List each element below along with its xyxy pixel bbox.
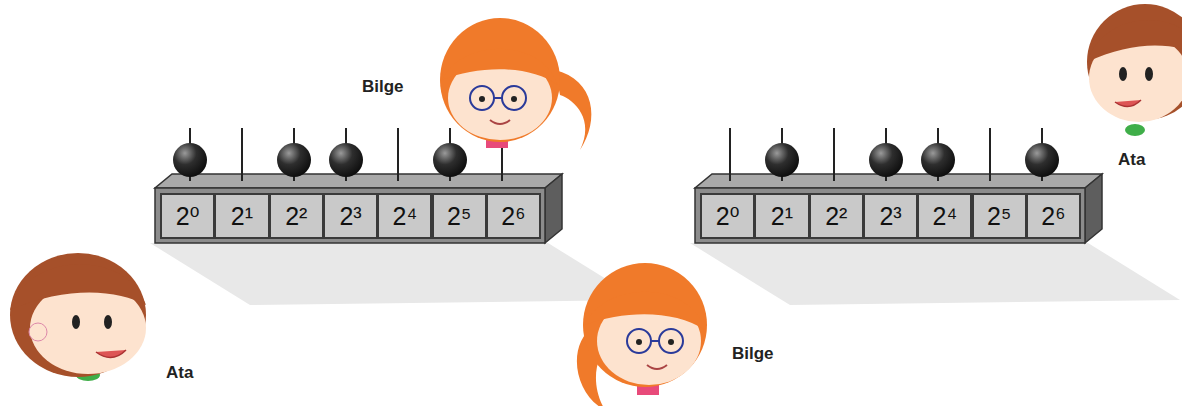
child-name: Bilge [732, 344, 774, 364]
power-label: 2⁶ [501, 202, 525, 231]
power-label: 2¹ [771, 202, 793, 231]
boy-face [1087, 4, 1182, 136]
place-value-cell: 2¹ [214, 193, 269, 239]
power-label: 2³ [339, 202, 361, 231]
place-value-cell: 2⁴ [377, 193, 432, 239]
place-value-cell: 2² [809, 193, 864, 239]
abacus-bar [155, 174, 562, 243]
floor-shadow [150, 243, 640, 305]
girl-face [577, 263, 707, 406]
power-label: 2⁴ [393, 202, 418, 231]
abacus-rods [190, 128, 502, 181]
place-value-cell: 2⁵ [432, 193, 487, 239]
place-value-cell: 2³ [863, 193, 918, 239]
power-label: 2¹ [231, 202, 253, 231]
abacus-beads [765, 143, 1059, 177]
power-label: 2⁵ [447, 202, 471, 231]
floor-shadow [690, 243, 1180, 305]
place-value-cell: 2⁰ [700, 193, 755, 239]
power-label: 2⁰ [176, 202, 200, 231]
child-name: Ata [1118, 150, 1145, 170]
child-name: Ata [166, 363, 193, 383]
place-value-cell: 2⁵ [972, 193, 1027, 239]
abacus-beads [173, 143, 467, 177]
power-label: 2² [825, 202, 847, 231]
place-value-cell: 2² [269, 193, 324, 239]
power-label: 2² [285, 202, 307, 231]
power-label: 2⁰ [716, 202, 740, 231]
girl-face [440, 18, 591, 150]
place-value-cell: 2⁶ [1026, 193, 1081, 239]
boy-face [10, 253, 146, 381]
power-label: 2⁴ [933, 202, 958, 231]
place-value-cell: 2⁴ [917, 193, 972, 239]
power-label: 2⁶ [1041, 202, 1065, 231]
place-value-cell: 2⁶ [486, 193, 541, 239]
place-value-cell: 2⁰ [160, 193, 215, 239]
power-label: 2⁵ [987, 202, 1011, 231]
place-value-cell: 2³ [323, 193, 378, 239]
child-name: Bilge [362, 77, 404, 97]
abacus-bar [695, 174, 1102, 243]
place-value-cell: 2¹ [754, 193, 809, 239]
power-label: 2³ [879, 202, 901, 231]
abacus-rods [730, 128, 1042, 181]
